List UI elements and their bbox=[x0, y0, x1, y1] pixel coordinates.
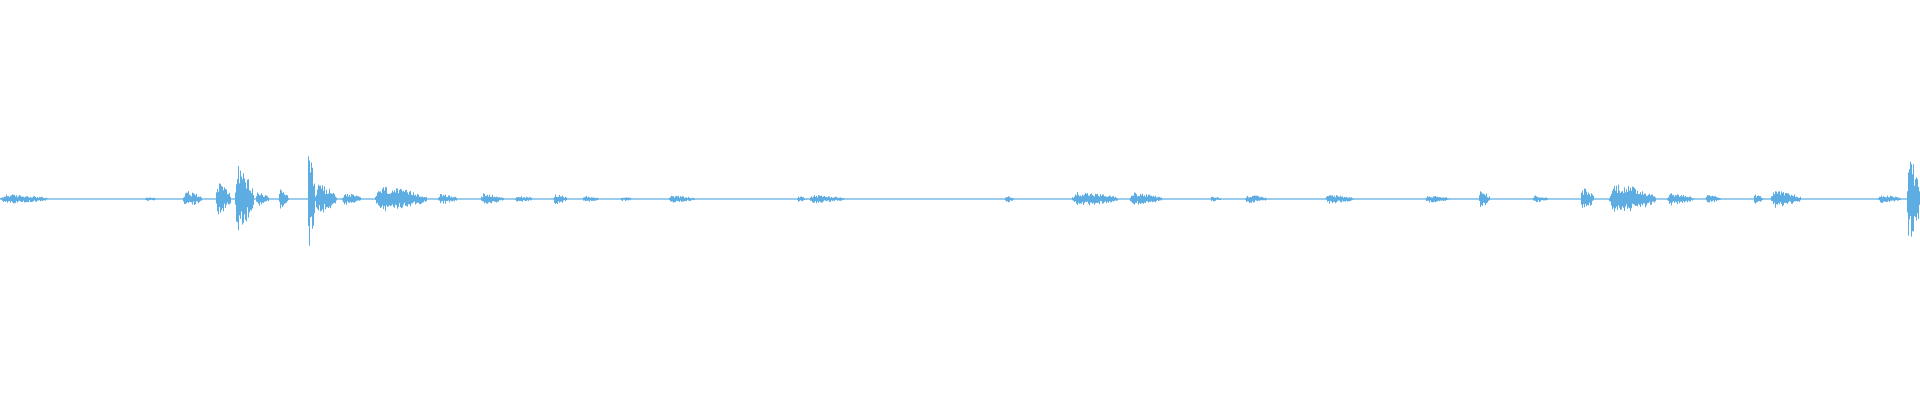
waveform-signal bbox=[0, 156, 1920, 246]
